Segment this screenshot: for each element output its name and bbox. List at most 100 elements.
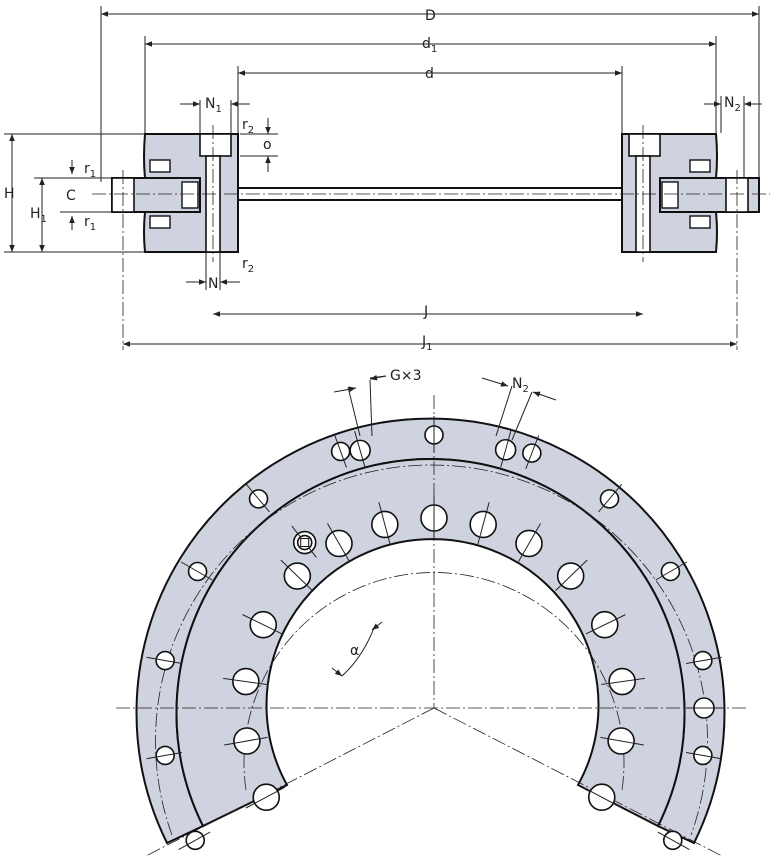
label-N1: N1 xyxy=(205,96,222,115)
outer-ring-hole xyxy=(598,483,623,513)
inner-ring-hole-axis-line xyxy=(378,502,391,545)
inner-ring-hole xyxy=(420,495,448,539)
outer-ring-hole xyxy=(180,561,213,582)
label-o: o xyxy=(263,137,272,153)
inner-ring-hole-axis-line xyxy=(585,614,626,635)
outer-ring-G-hole xyxy=(494,430,517,468)
label-J1: J1 xyxy=(421,334,433,353)
label-r1-top: r1 xyxy=(84,161,96,180)
outer-ring-hole-axis-line xyxy=(598,483,623,513)
label-N2-front: N2 xyxy=(512,376,529,395)
leader-N2-left xyxy=(495,385,513,437)
angle-arc-alpha xyxy=(341,627,375,677)
leader-G-right xyxy=(369,379,373,437)
inner-ring-hole-axis-line xyxy=(224,736,268,746)
outer-ring-hole xyxy=(686,745,722,766)
section-view: D d1 d N1 N2 r2 o H r1 xyxy=(4,6,770,353)
inner-ring-hole xyxy=(585,610,626,639)
inner-ring-hole-axis-line xyxy=(582,786,623,809)
outer-ring-hole xyxy=(522,435,542,470)
roller-left-bottom xyxy=(149,215,171,229)
inner-ring-hole-axis-line xyxy=(600,736,644,746)
outer-ring-hole xyxy=(245,483,270,513)
outer-ring-hole xyxy=(424,416,444,452)
arrow-G-left xyxy=(333,386,357,393)
outer-ring-hole-axis-line xyxy=(146,751,182,760)
inner-ring-hole xyxy=(325,523,353,562)
label-D: D xyxy=(425,8,436,24)
pitch-circle-outer xyxy=(155,464,708,836)
arrow-N2-front-left xyxy=(481,377,509,387)
inner-ring-hole-axis-line xyxy=(242,614,283,635)
roller-right-top xyxy=(689,159,711,173)
inner-ring-hole xyxy=(223,667,267,696)
outer-ring-hole xyxy=(655,561,688,582)
label-C: C xyxy=(66,188,76,204)
inner-ring-hole xyxy=(245,783,286,811)
inner-ring-hole xyxy=(280,559,313,591)
label-N2: N2 xyxy=(724,95,741,114)
outer-ring-holes xyxy=(146,416,724,851)
lubrication-plug-socket xyxy=(300,538,310,548)
outer-ring-hole xyxy=(686,697,724,719)
label-H1: H1 xyxy=(30,206,47,225)
roller-right-bottom xyxy=(689,215,711,229)
inner-ring-holes xyxy=(223,495,645,811)
label-alpha: α xyxy=(350,643,359,659)
outer-ring-hole-axis-line xyxy=(686,751,722,760)
inner-ring-hole-axis-line xyxy=(601,677,645,685)
outer-ring-hole-axis-line xyxy=(657,831,690,851)
leader-N2-right xyxy=(511,391,533,441)
outer-ring-hole xyxy=(686,650,722,671)
outer-ring-hole-axis-line xyxy=(686,656,722,665)
outer-ring-hole-axis-line xyxy=(525,435,540,470)
inner-ring-hole-axis-line xyxy=(477,502,490,545)
label-r2-bottom: r2 xyxy=(242,256,254,275)
roller-right-radial xyxy=(661,181,679,209)
outer-ring-G-hole-axis-line xyxy=(354,431,366,468)
outer-ring-hole-axis-line xyxy=(178,831,211,851)
outer-ring-hole-axis-line xyxy=(146,656,182,665)
inner-ring-hole xyxy=(371,502,399,545)
outer-ring-hole xyxy=(657,830,690,851)
label-G-times-3: G×3 xyxy=(390,368,422,384)
counterbore-left xyxy=(199,133,232,157)
inner-ring-hole-axis-line xyxy=(223,677,267,685)
outer-ring-hole-axis-line xyxy=(655,561,688,581)
roller-left-radial xyxy=(181,181,199,209)
inner-ring-hole xyxy=(469,502,497,545)
inner-ring-hole xyxy=(601,667,645,696)
inner-ring-hole-axis-line xyxy=(555,559,588,591)
label-N: N xyxy=(208,276,218,292)
inner-ring-hole-axis-line xyxy=(245,786,286,809)
outer-ring-hole-axis-line xyxy=(180,561,213,581)
arrow-alpha-bottom xyxy=(331,667,343,677)
label-H: H xyxy=(4,186,15,202)
outer-ring-hole-axis-line xyxy=(333,433,347,468)
label-r1-bottom: r1 xyxy=(84,214,96,233)
label-J: J xyxy=(423,304,428,320)
label-d1: d1 xyxy=(422,36,437,55)
lubrication-plug-hole xyxy=(291,525,317,558)
inner-ring-hole-axis-line xyxy=(518,523,541,562)
outer-ring-G-hole xyxy=(349,431,371,468)
inner-ring-hole-axis-line xyxy=(280,559,313,591)
leader-G-text xyxy=(369,375,387,379)
arrow-N2-front-right xyxy=(532,391,557,401)
inner-ring-hole xyxy=(515,523,543,562)
inner-ring-hole xyxy=(600,727,644,755)
leader-G-left xyxy=(347,386,361,437)
outer-ring-G-hole-axis-line xyxy=(500,430,512,468)
outer-ring-hole-axis-line xyxy=(245,483,270,513)
inner-ring-hole xyxy=(582,783,623,811)
outer-ring-hole xyxy=(178,830,211,851)
roller-left-top xyxy=(149,159,171,173)
front-view: G×3 N2 α xyxy=(116,368,746,857)
inner-ring-hole xyxy=(242,610,283,639)
label-r2-top: r2 xyxy=(242,117,254,136)
inner-ring-hole xyxy=(555,559,588,591)
inner-ring-hole-axis-line xyxy=(327,523,350,562)
label-d: d xyxy=(425,66,434,82)
counterbore-right xyxy=(628,133,661,157)
